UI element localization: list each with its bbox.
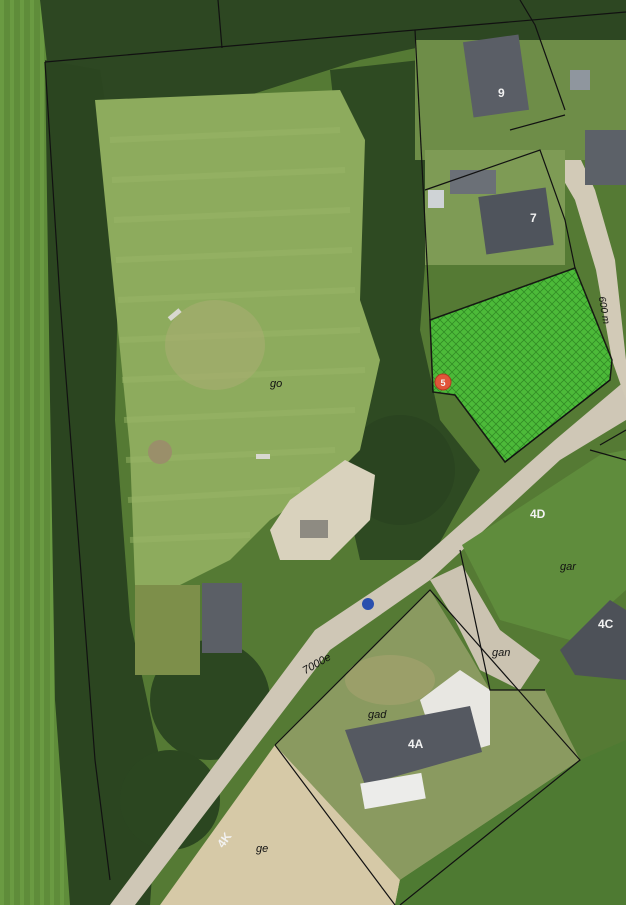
main-road[interactable] [110,380,626,905]
house-number-7: 7 [530,211,537,225]
house-7-roof [478,187,554,255]
worn-patch [165,300,265,390]
shed-roof [202,583,242,653]
label-go: go [270,378,282,390]
house-9-roof [462,34,530,118]
label-gad: gad [368,709,387,721]
house-4A-terrace [360,772,426,810]
house-4C-roof [560,600,626,680]
field-ge [160,745,400,905]
house-number-4C: 4C [598,617,614,631]
field-lower-right [395,740,626,905]
label-strip: 600 m [596,296,612,325]
parcel-boundaries [44,0,626,905]
fire-pit [148,440,172,464]
yard-4D [462,450,626,640]
meadow-patch [135,585,200,675]
tree-belt-left [45,60,160,905]
house-number-4A: 4A [408,737,424,751]
shed-small [428,190,444,208]
house-number-4D: 4D [530,507,546,521]
play-structure [300,520,328,538]
house-number-9: 9 [498,86,505,100]
sand-playground [270,460,375,560]
tree-belt-top [40,0,626,110]
house-4A-roof [345,706,482,785]
label-ge: ge [256,843,268,855]
bench [167,308,182,322]
worn-patch [345,655,435,705]
label-gan: gan [492,647,510,659]
side-road-north[interactable] [510,115,626,400]
car [362,598,374,610]
garage-roof [450,170,496,194]
marker-number: 5 [440,378,445,388]
label-gar: gar [560,561,577,573]
house-outbuilding [570,70,590,90]
house-roof-right [585,130,626,185]
bench [256,454,270,459]
parcel-marker[interactable] [434,373,452,391]
driveway-gan[interactable] [430,565,540,690]
